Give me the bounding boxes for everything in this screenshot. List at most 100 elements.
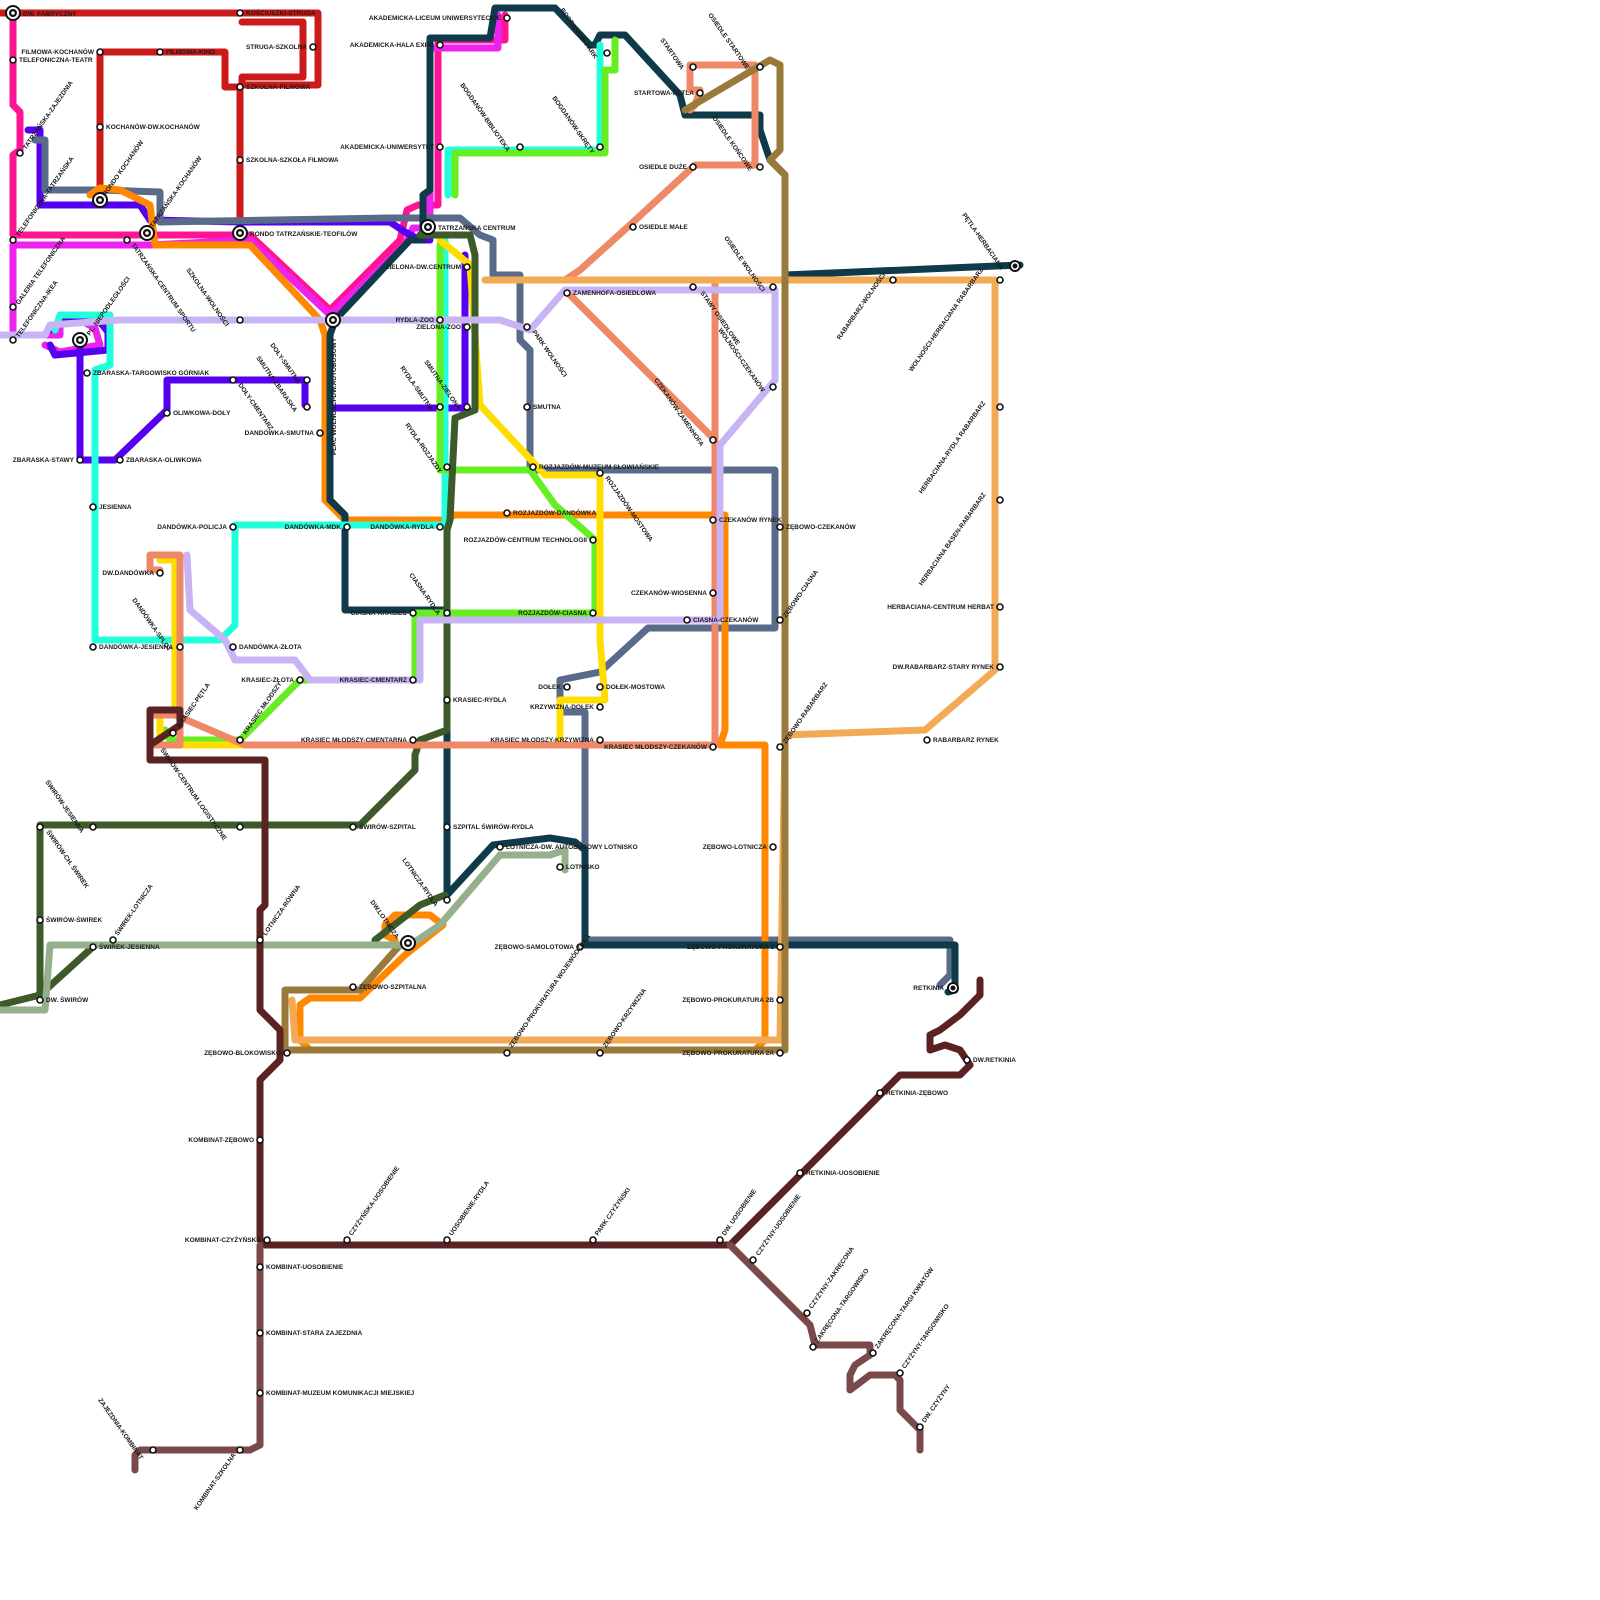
stop-zebowo-prokuratura-2a[interactable] — [777, 1050, 783, 1056]
stop-kombinat-stara[interactable] — [257, 1330, 263, 1336]
stop-rabarbarz-wolnosci[interactable] — [890, 277, 896, 283]
stop-czyzyny-zakrecona[interactable] — [804, 1310, 810, 1316]
stop-zebowo-czekanow[interactable] — [777, 524, 783, 530]
stop-bogdanow-park[interactable] — [604, 50, 610, 56]
stop-zebowo-blokowisko[interactable] — [284, 1050, 290, 1056]
stop-kombinat-zebowo[interactable] — [257, 1137, 263, 1143]
stop-kombinat-uosobienie[interactable] — [257, 1264, 263, 1270]
stop-lotnicza-rydla[interactable] — [444, 897, 450, 903]
stop-zajezdnia-kombinat[interactable] — [150, 1447, 156, 1453]
stop-zebowo-ciasna[interactable] — [777, 617, 783, 623]
stop-galeria-telefoniczna[interactable] — [10, 304, 16, 310]
stop-szkolna-wolnosci[interactable] — [237, 317, 243, 323]
stop-herbaciana-basen[interactable] — [997, 497, 1003, 503]
stop-dandowka-zlota[interactable] — [230, 644, 236, 650]
stop-zebowo-szpitalna[interactable] — [350, 984, 356, 990]
stop-tatrzanska-zajezdnia[interactable] — [17, 150, 23, 156]
stop-retkinia-zebowo[interactable] — [877, 1090, 883, 1096]
stop-kochanow-dw-kochanow[interactable] — [97, 124, 103, 130]
stop-startowa[interactable] — [690, 64, 696, 70]
route-violet-south[interactable] — [80, 340, 305, 460]
stop-krasiec-mlodszy-cmentarna[interactable] — [410, 737, 416, 743]
stop-swirow-jesienna[interactable] — [90, 824, 96, 830]
stop-dandowka-policja[interactable] — [230, 524, 236, 530]
stop-rozjazdow-muzeum[interactable] — [530, 464, 536, 470]
stop-dandowka-smutna[interactable] — [317, 430, 323, 436]
stop-zbaraska-stawy[interactable] — [77, 457, 83, 463]
route-cyan-north[interactable] — [448, 45, 600, 195]
stop-rydla-smutna[interactable] — [437, 404, 443, 410]
stop-dandowka-jesienna[interactable] — [90, 644, 96, 650]
stop-krzywizna-dolek[interactable] — [597, 704, 603, 710]
stop-swirow-ch-swirek[interactable] — [37, 824, 43, 830]
route-bronze[interactable] — [285, 60, 785, 1050]
route-green[interactable] — [455, 40, 615, 195]
stop-dandowka-splot[interactable] — [177, 644, 183, 650]
hub-tatrzanska-centrum[interactable] — [421, 220, 435, 234]
stop-doly-cmentarz[interactable] — [230, 377, 236, 383]
stop-czyzyny-uosobienie[interactable] — [750, 1257, 756, 1263]
stop-swirek-jesienna[interactable] — [90, 944, 96, 950]
stop-telefoniczna-teatr[interactable] — [10, 57, 16, 63]
stop-kombinat-muzeum[interactable] — [257, 1390, 263, 1396]
stop-zebowo-prokuratura-wojewodzka[interactable] — [504, 1050, 510, 1056]
stop-czekanow-wiosenna[interactable] — [710, 590, 716, 596]
route-maroon[interactable] — [150, 710, 980, 1245]
hub-rondo-tatrzanskie[interactable] — [233, 226, 247, 240]
stop-smutna-zielona[interactable] — [464, 404, 470, 410]
stop-dw-czyzyny[interactable] — [917, 1424, 923, 1430]
stop-telefoniczna-tatrzanska[interactable] — [10, 237, 16, 243]
stop-lotnisko[interactable] — [557, 864, 563, 870]
stop-startowa-petla[interactable] — [697, 90, 703, 96]
stop-akademicka-liceum[interactable] — [504, 15, 510, 21]
stop-ciasna-czekanow[interactable] — [684, 617, 690, 623]
stop-osiedle-male[interactable] — [630, 224, 636, 230]
stop-bogdanow-biblioteka[interactable] — [517, 144, 523, 150]
hub-petla-herbaciana[interactable] — [1010, 261, 1020, 271]
stop-zebowo-prokuratura-2b[interactable] — [777, 997, 783, 1003]
stop-czekanow-zamenhofa[interactable] — [710, 437, 716, 443]
hub-dw-fabryczny[interactable] — [6, 6, 20, 20]
stop-wolnosci-czekanow[interactable] — [770, 384, 776, 390]
stop-telefoniczna-ikea[interactable] — [10, 337, 16, 343]
stop-krasiec-petla[interactable] — [170, 730, 176, 736]
stop-dw-swirow[interactable] — [37, 997, 43, 1003]
stop-dolek-mostowa[interactable] — [597, 684, 603, 690]
stop-krasiec-mlodszy-krzywizna[interactable] — [597, 737, 603, 743]
stop-zamenhofa-osiedlowa[interactable] — [564, 290, 570, 296]
stop-krasiec-zlota[interactable] — [297, 677, 303, 683]
hub-retkinia[interactable] — [948, 983, 958, 993]
stop-doly-smutna[interactable] — [304, 377, 310, 383]
route-salmon-diag[interactable] — [565, 290, 715, 440]
stop-swirek-lotnicza[interactable] — [110, 937, 116, 943]
stop-zebowo-krzywizna[interactable] — [597, 1050, 603, 1056]
stop-swirow-centrum[interactable] — [237, 824, 243, 830]
stop-rydla-rozjazdy[interactable] — [444, 464, 450, 470]
stop-smutna[interactable] — [524, 404, 530, 410]
stop-osiedle-startowe[interactable] — [757, 64, 763, 70]
stop-dw-rabarbarz[interactable] — [997, 664, 1003, 670]
stop-kombinat-szkolna[interactable] — [237, 1447, 243, 1453]
stop-rozjazdow-dandowka[interactable] — [504, 510, 510, 516]
route-lavender[interactable] — [0, 290, 775, 680]
stop-dw-dandowka[interactable] — [157, 570, 163, 576]
stop-ciasna-rydla[interactable] — [444, 610, 450, 616]
stop-uosobienie-rydla[interactable] — [444, 1237, 450, 1243]
stop-lotnicza-rowna[interactable] — [257, 937, 263, 943]
stop-rydla-zoo[interactable] — [437, 317, 443, 323]
stop-smutna-zbaraska[interactable] — [304, 404, 310, 410]
stop-herbaciana-rydla[interactable] — [997, 404, 1003, 410]
stop-zbaraska-oliwkowa[interactable] — [117, 457, 123, 463]
stop-zakrecona-targowisko[interactable] — [810, 1344, 816, 1350]
stop-akademicka-uniwersytet[interactable] — [437, 144, 443, 150]
stop-szkolna-szkola-filmowa[interactable] — [237, 157, 243, 163]
stop-herbaciana-centrum[interactable] — [997, 604, 1003, 610]
stop-oliwkowa-doly[interactable] — [164, 410, 170, 416]
stop-dolek[interactable] — [564, 684, 570, 690]
stop-krasiec-mlodszy[interactable] — [237, 737, 243, 743]
stop-osiedle-koncowe[interactable] — [757, 164, 763, 170]
stop-filmowa-kochanow[interactable] — [97, 49, 103, 55]
stop-osiedle-duze[interactable] — [690, 164, 696, 170]
hub-pl-niepodleglosci[interactable] — [73, 333, 87, 347]
stop-zielona-zoo[interactable] — [464, 324, 470, 330]
